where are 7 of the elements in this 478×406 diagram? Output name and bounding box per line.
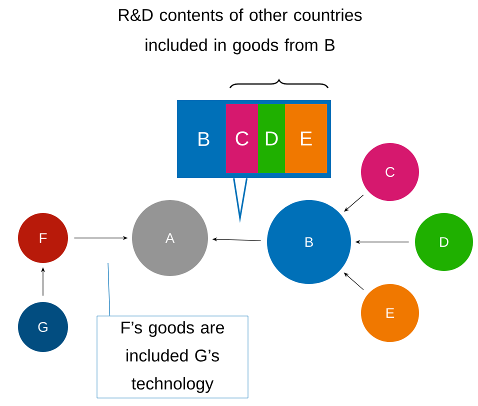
segment: E — [285, 104, 327, 173]
leader-line — [233, 177, 248, 223]
callout-box: F’s goods are included G’s technology — [96, 316, 248, 398]
leader-line — [108, 262, 110, 316]
title: R&D contents of other countries included in goods from B — [119, 8, 362, 54]
segment: D — [258, 104, 285, 173]
segment: C — [226, 104, 258, 173]
